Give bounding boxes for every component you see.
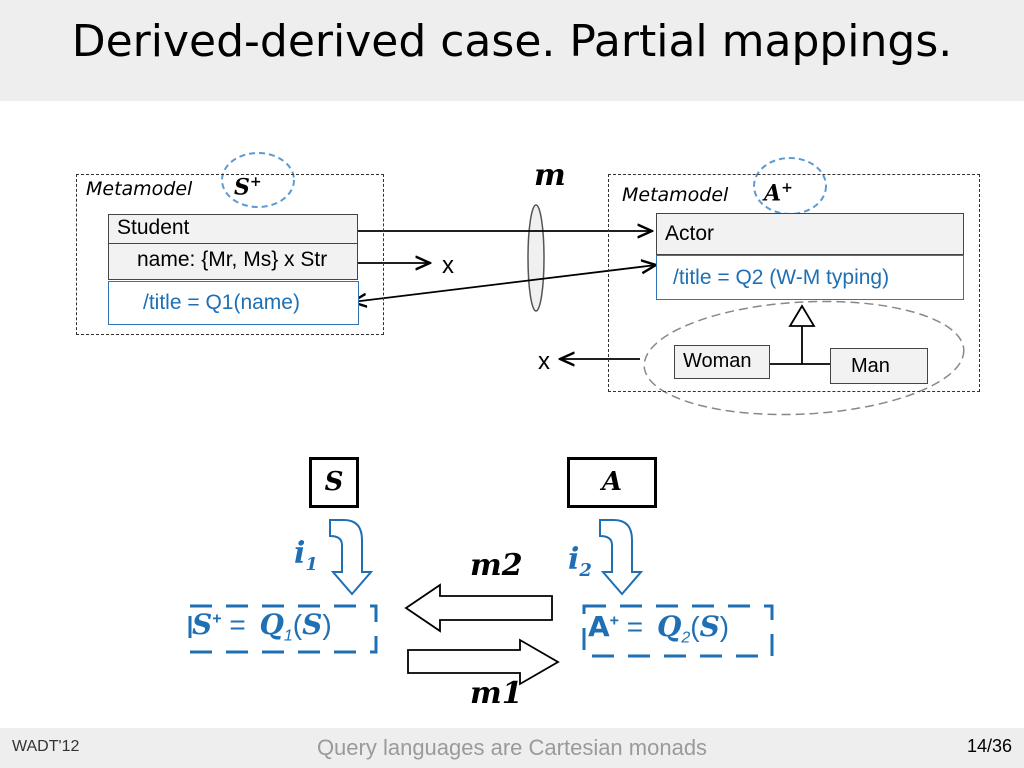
- right-metamodel-box: [608, 174, 980, 392]
- m1-block-arrow: [407, 638, 560, 686]
- mapping-lens: [527, 204, 545, 312]
- title-bar: [0, 0, 1024, 101]
- footer-page-number: 14/36: [966, 736, 1012, 756]
- woman-class: Woman: [674, 345, 770, 379]
- left-metamodel-label: Metamodel: [86, 178, 193, 200]
- footer-talk-title: Query languages are Cartesian monads: [316, 735, 708, 760]
- a-metamodel-box: A: [567, 457, 657, 508]
- student-name-attribute: name: {Mr, Ms} x Str: [108, 244, 358, 280]
- i2-label: i2: [568, 542, 592, 581]
- footer-bar: [0, 728, 1024, 768]
- right-equation-box: [582, 604, 774, 658]
- i2-curved-arrow: [599, 519, 644, 596]
- s-plus-highlight-circle: [221, 152, 295, 208]
- left-metamodel-box: [76, 174, 384, 335]
- right-metamodel-label: Metamodel: [622, 184, 729, 206]
- right-metamodel-symbol: A+: [764, 180, 793, 207]
- mapping-label-m: m: [534, 158, 566, 193]
- subtypes-dashed-oval: [643, 300, 965, 416]
- left-metamodel-symbol: S+: [234, 174, 262, 201]
- actor-class-header: Actor: [656, 213, 964, 255]
- right-equation: A+ = Q2(S): [588, 610, 730, 647]
- footer-conference: WADT'12: [12, 738, 80, 755]
- title-mapping-arrow: [352, 265, 656, 302]
- left-equation-box: [188, 604, 378, 654]
- i1-curved-arrow: [329, 519, 374, 596]
- man-class: Man: [830, 348, 928, 384]
- x-right-label: x: [538, 348, 550, 375]
- x-left-label: x: [442, 252, 454, 279]
- m1-label: m1: [470, 676, 523, 711]
- s-metamodel-box: S: [309, 457, 359, 508]
- student-class-header: Student: [108, 214, 358, 244]
- slide-title: Derived-derived case. Partial mappings.: [71, 16, 953, 67]
- left-equation: S+ = Q1(S): [192, 608, 332, 645]
- m2-label: m2: [470, 548, 523, 583]
- m2-block-arrow: [404, 583, 553, 633]
- student-derived-title: /title = Q1(name): [108, 281, 359, 325]
- i1-label: i1: [294, 536, 318, 575]
- actor-derived-title: /title = Q2 (W-M typing): [656, 255, 964, 300]
